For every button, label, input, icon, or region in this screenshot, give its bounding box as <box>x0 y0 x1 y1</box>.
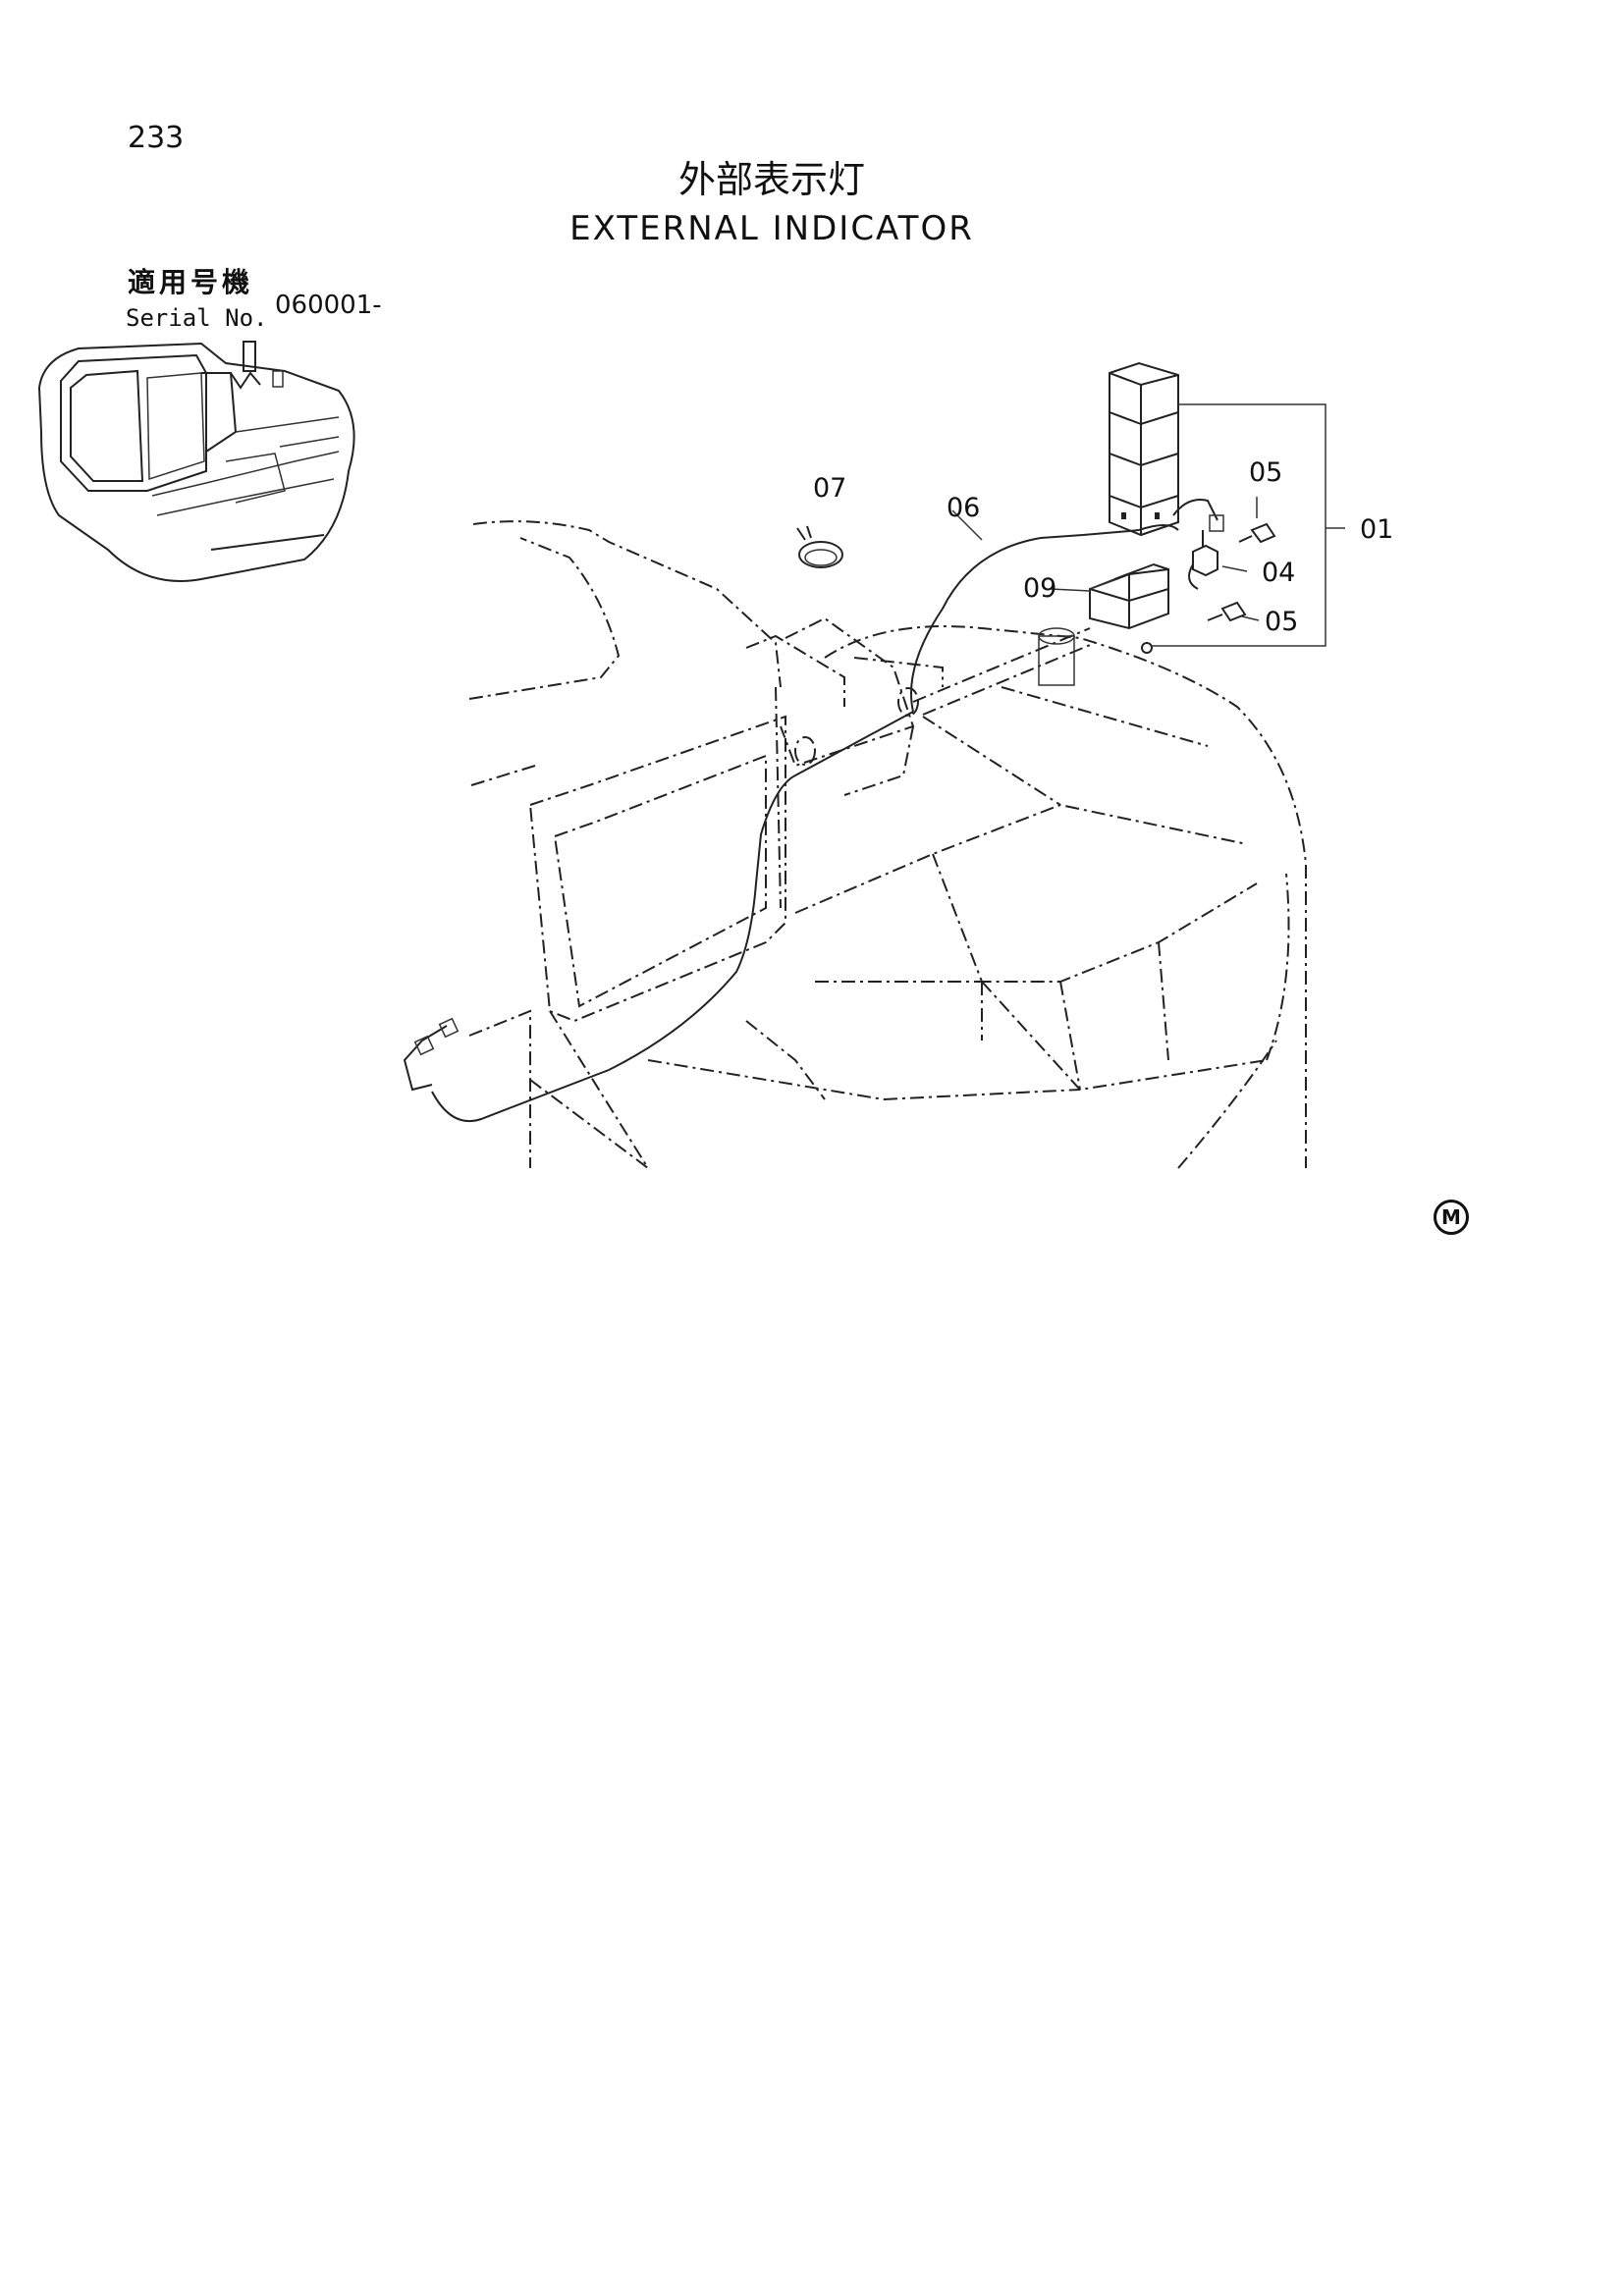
callout-05-lower: 05 <box>1265 607 1298 637</box>
callout-07: 07 <box>813 473 846 504</box>
page-title-japanese: 外部表示灯 <box>677 158 865 201</box>
wire-harness <box>403 524 1179 1123</box>
hose-clip <box>796 525 843 568</box>
machine-thumbnail <box>37 341 355 582</box>
serial-label-japanese: 適用号機 <box>128 266 254 298</box>
counterweight-outline <box>794 625 1308 1169</box>
page-title: EXTERNAL INDICATOR <box>569 209 974 248</box>
indicator-lamp-assembly <box>1109 361 1224 537</box>
boom-bracket <box>745 616 944 796</box>
mounting-post <box>912 627 1096 716</box>
serial-number-value: 060001- <box>275 291 382 320</box>
callout-01: 01 <box>1360 514 1393 545</box>
machine-body-outline <box>468 520 885 1169</box>
serial-label: Serial No. <box>126 304 268 332</box>
maker-mark-icon: M <box>1434 1200 1469 1235</box>
leader-lines <box>951 403 1345 647</box>
clamp-and-bolts <box>1141 522 1276 654</box>
mounting-bracket <box>1089 562 1169 630</box>
callout-04: 04 <box>1262 558 1295 588</box>
callout-06: 06 <box>947 493 980 523</box>
page-number: 233 <box>128 121 185 155</box>
callout-09: 09 <box>1023 573 1056 604</box>
callout-05-upper: 05 <box>1249 457 1282 488</box>
